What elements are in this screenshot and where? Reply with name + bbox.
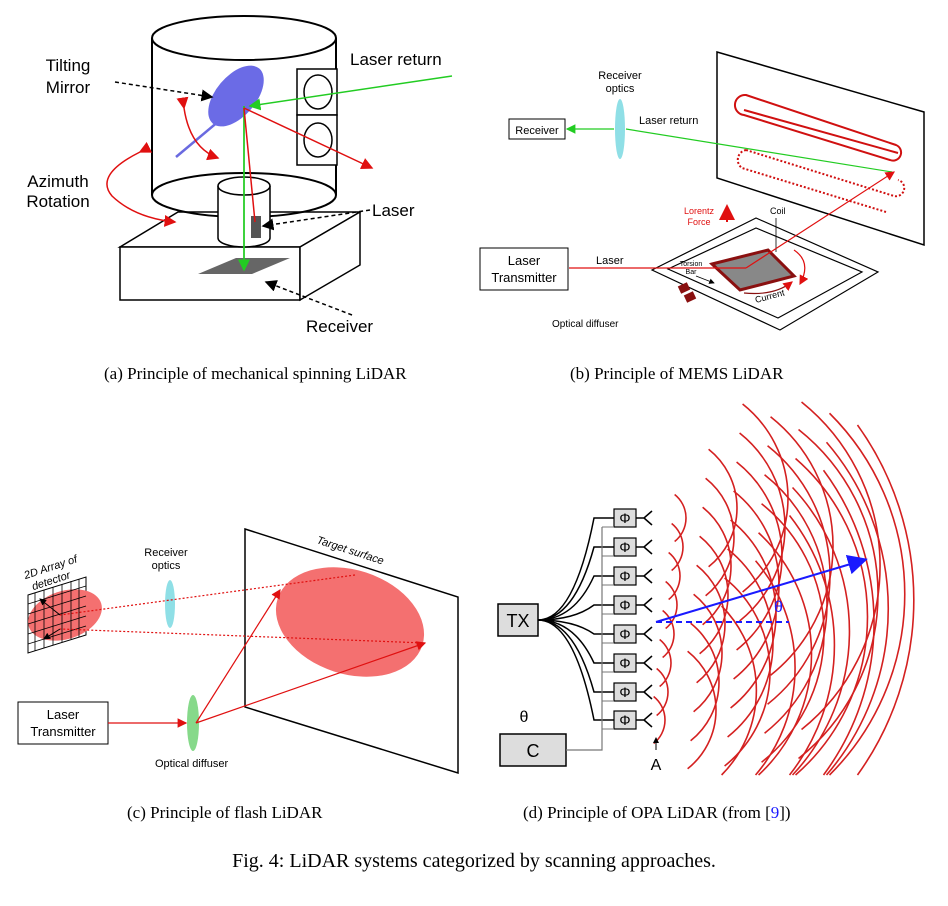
label-receiver: Receiver	[515, 125, 559, 137]
scan-pattern-solid	[734, 93, 903, 162]
beam-direction-arrow	[655, 554, 868, 623]
label-laser-return: Laser return	[350, 50, 442, 69]
label-controller: C	[527, 741, 540, 761]
scan-screen	[716, 51, 925, 247]
tilting-mirror	[208, 65, 264, 127]
label-detector-array: 2D Array ofdetector	[22, 553, 84, 594]
optical-diffuser-lens	[187, 695, 199, 751]
label-phase: Φ	[619, 626, 630, 642]
label-phase: Φ	[619, 655, 630, 671]
caption-b: (b) Principle of MEMS LiDAR	[570, 364, 784, 383]
receiver-optics-lens	[165, 580, 175, 628]
detector-array	[27, 576, 102, 654]
label-phase: Φ	[619, 684, 630, 700]
citation-link[interactable]: 9	[770, 803, 780, 822]
label-laser-return: Laser return	[639, 115, 698, 127]
label-receiver: Receiver	[306, 317, 373, 336]
label-antenna: A	[651, 757, 662, 774]
label-coil: Coil	[770, 206, 786, 216]
label-phase: Φ	[619, 510, 630, 526]
tx-box	[497, 603, 539, 637]
label-laser: Laser	[596, 255, 624, 267]
receiver-box	[508, 118, 566, 140]
label-theta-input: θ	[520, 709, 529, 726]
laser-diode	[251, 216, 261, 238]
label-optical-diffuser: Optical diffuser	[552, 319, 619, 330]
label-phase: Φ	[619, 539, 630, 555]
panel-c-flash-lidar: Target surface 2D Array ofdetector Recei…	[17, 527, 459, 775]
label-tx: TX	[506, 611, 529, 631]
scan-pattern-dotted	[736, 149, 906, 213]
label-phase: Φ	[619, 712, 630, 728]
figure-caption: Fig. 4: LiDAR systems categorized by sca…	[232, 850, 716, 872]
label-laser: Laser	[372, 201, 415, 220]
wavefronts	[653, 401, 915, 776]
caption-d-text: (d) Principle of OPA LiDAR (from [	[523, 803, 771, 822]
caption-d: (d) Principle of OPA LiDAR (from [9])	[523, 803, 791, 823]
caption-d-suffix: ])	[779, 803, 791, 822]
laser-transmitter-box	[17, 701, 109, 745]
label-phase: Φ	[619, 568, 630, 584]
label-optical-diffuser: Optical diffuser	[155, 758, 229, 770]
caption-c: (c) Principle of flash LiDAR	[127, 803, 323, 822]
base-side	[299, 210, 361, 302]
mems-mirror	[708, 248, 797, 292]
laser-transmitter-box	[479, 247, 569, 291]
receiver-optics-lens	[615, 99, 625, 159]
label-phase: Φ	[619, 597, 630, 613]
caption-a: (a) Principle of mechanical spinning LiD…	[104, 364, 407, 383]
label-theta-angle: θ	[774, 599, 783, 616]
illuminated-spot	[275, 567, 425, 677]
